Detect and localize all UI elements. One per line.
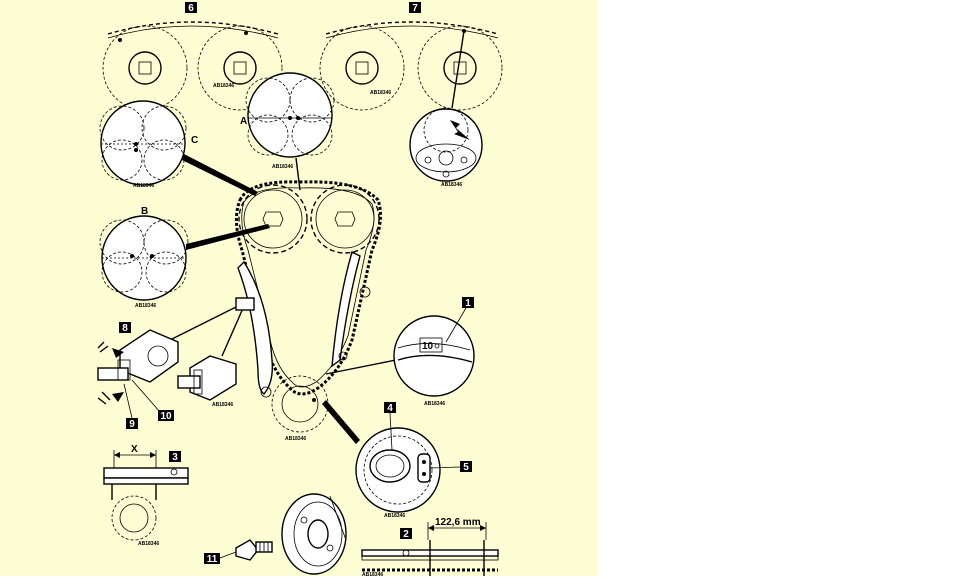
ref-code: AB18346: [370, 90, 391, 96]
ref-code: AB18346: [213, 83, 234, 89]
callout-7-label: 7: [412, 3, 418, 14]
detail-a: A AB18346: [240, 72, 335, 170]
callout-3: [169, 451, 181, 462]
detail-1-guide-mark: 10 1 AB18346: [325, 297, 475, 407]
callout-11: [204, 553, 220, 564]
ref-code: AB18346: [135, 303, 156, 309]
callout-4: [384, 402, 396, 413]
callout-11-label: 11: [207, 554, 218, 565]
callout-8-label: 8: [122, 323, 128, 334]
callout-9: [126, 418, 138, 429]
ref-code: AB18346: [362, 572, 383, 576]
letter-c: C: [191, 135, 198, 146]
ref-code: AB18346: [384, 513, 405, 519]
arrow-icon: [450, 120, 470, 140]
letter-a: A: [240, 116, 247, 127]
detail-7-camshaft-sprockets: 7 AB18346: [319, 2, 503, 111]
ref-code: AB18346: [272, 164, 293, 170]
callout-7: [409, 2, 421, 13]
callout-10-label: 10: [160, 411, 172, 422]
dimension-x: X: [131, 444, 138, 455]
detail-c: C AB18346: [99, 100, 198, 189]
tensioner-detail: AB18346 8 9 10: [97, 297, 255, 430]
callout-8: [119, 322, 131, 333]
diagram-panel: 6 AB18346 7 AB18346 AB18346: [0, 0, 598, 578]
callout-6: [185, 2, 197, 13]
callout-2-label: 2: [403, 529, 409, 540]
arrow-icon: [112, 392, 124, 402]
ref-code: AB18346: [133, 183, 154, 189]
callout-1-label: 1: [465, 298, 471, 309]
ref-code: AB18346: [424, 401, 445, 407]
callout-2: [400, 528, 412, 539]
detail-vct-unit: AB18346: [409, 107, 483, 188]
detail-4-5-crank-sprocket: 4 5 AB18346: [322, 400, 472, 519]
callout-9-label: 9: [129, 419, 135, 430]
detail-2-chain-measurement: 122,6 mm 2 AB18346: [361, 517, 499, 578]
ref-code: AB18346: [138, 541, 159, 547]
arrow-icon: [112, 348, 124, 358]
callout-4-label: 4: [387, 403, 393, 414]
callout-1: [462, 297, 474, 308]
callout-5: [460, 461, 472, 472]
timing-chain-diagram: 6 AB18346 7 AB18346 AB18346: [97, 2, 503, 578]
guide-mark-label: 10: [422, 341, 434, 352]
callout-10: [158, 410, 174, 421]
callout-3-label: 3: [172, 452, 178, 463]
callout-6-label: 6: [188, 3, 194, 14]
ref-code: AB18346: [285, 436, 306, 442]
dimension-value: 122,6 mm: [435, 517, 481, 528]
detail-11-pulley: 11: [204, 493, 347, 575]
detail-6-camshaft-sprockets: 6 AB18346: [102, 2, 283, 111]
main-timing-chain: AB18346: [235, 180, 382, 442]
ref-code: AB18346: [212, 402, 233, 408]
detail-3-caliper: X 3 AB18346: [103, 444, 189, 547]
callout-5-label: 5: [463, 462, 469, 473]
ref-code: AB18346: [441, 182, 462, 188]
letter-b: B: [141, 206, 148, 217]
detail-b: B AB18346: [99, 206, 189, 309]
